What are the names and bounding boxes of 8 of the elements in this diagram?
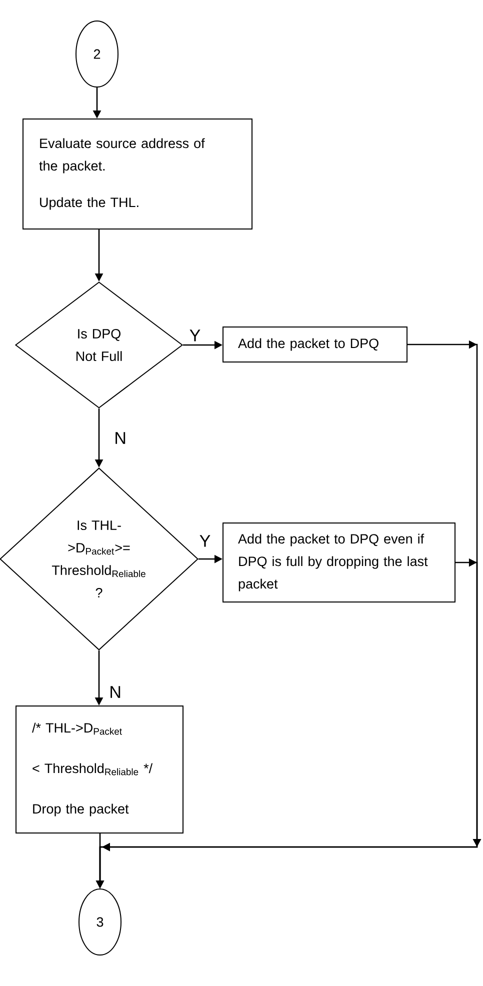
edge-label: N <box>108 685 122 699</box>
edge-label: Y <box>198 534 212 548</box>
process-box: Add the packet to DPQ <box>222 326 408 362</box>
process-box: Add the packet to DPQ even if DPQ is full by dropping the last packet <box>222 522 456 602</box>
process-box: /* THL->D$_{Packet}$ < Threshold$_{Reliable}$ */ Drop the packet <box>16 706 184 834</box>
process-box: Evaluate source address of the packet. Update the THL. <box>22 118 252 230</box>
edge-label: Y <box>188 328 202 342</box>
edge-label: N <box>113 431 128 445</box>
